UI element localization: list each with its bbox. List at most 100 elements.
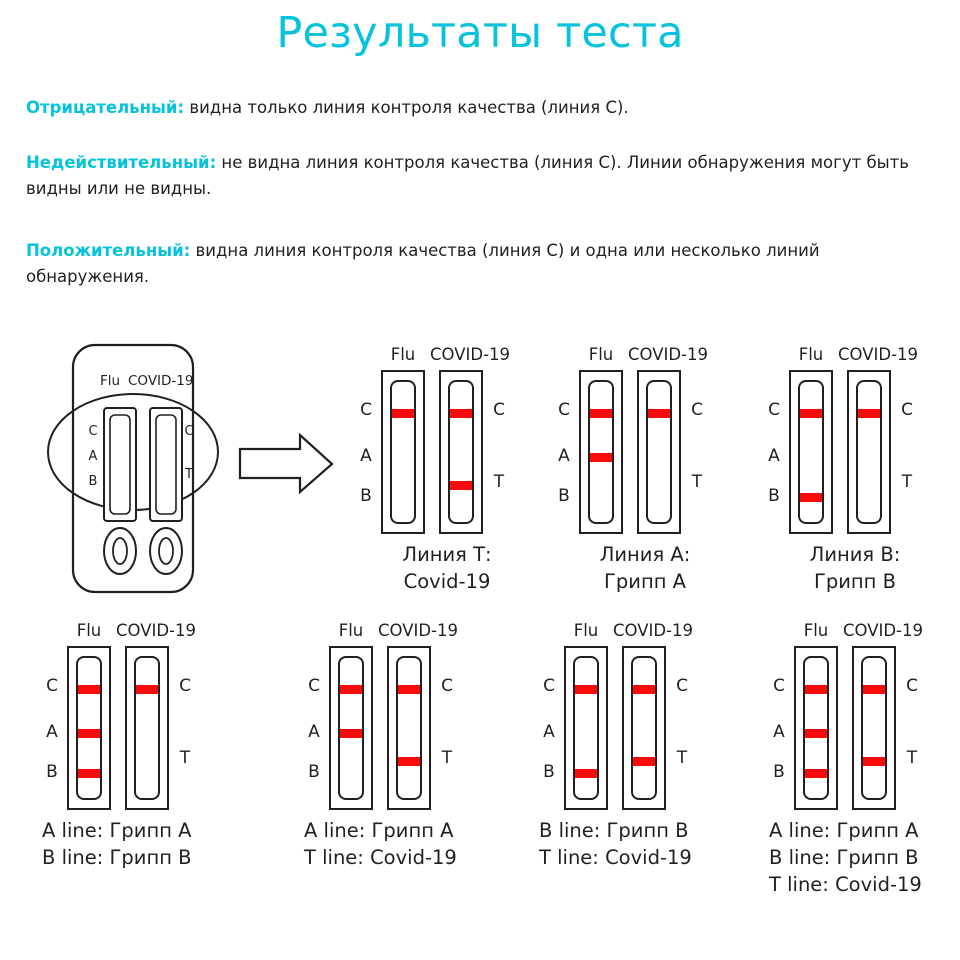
device-left-label-C: C	[88, 424, 97, 439]
axis-label-left-A: A	[46, 722, 58, 742]
legend-invalid: Недействительный: не видна линия контрол…	[26, 150, 941, 202]
legend-invalid-term: Недействительный:	[26, 153, 217, 172]
axis-label-right-C: C	[691, 400, 703, 420]
legend-negative: Отрицательный: видна только линия контро…	[26, 95, 941, 121]
result-line-covid-C	[858, 409, 880, 418]
axis-label-right-T: T	[441, 748, 453, 768]
result-line-flu-A	[78, 729, 100, 738]
cassette-window-covid	[631, 656, 657, 800]
axis-label-left-B: B	[46, 762, 58, 782]
sample-well-inner-1	[158, 537, 174, 565]
cassette-window-covid	[646, 380, 672, 524]
result-line-flu-C	[78, 685, 100, 694]
cassette-window-flu	[588, 380, 614, 524]
axis-label-left-A: A	[558, 446, 570, 466]
group-caption-line: A line: Грипп А	[304, 819, 454, 842]
group-caption-line: Линия А:	[600, 543, 691, 566]
axis-label-left-C: C	[46, 676, 58, 696]
axis-label-right-C: C	[901, 400, 913, 420]
axis-label-right-T: T	[691, 472, 703, 492]
axis-label-right-T: T	[901, 472, 913, 492]
group-caption-line: A line: Грипп А	[769, 819, 919, 842]
axis-label-left-C: C	[543, 676, 555, 696]
device-window-inner-covid	[155, 414, 177, 515]
group-caption-line: B line: Грипп B	[42, 846, 192, 869]
axis-label-right-T: T	[906, 748, 918, 768]
device-right-label-T: T	[184, 467, 193, 482]
group-caption-line: Грипп В	[814, 570, 896, 593]
strip-header-flu: Flu	[391, 345, 416, 364]
group-caption-line: A line: Грипп А	[42, 819, 192, 842]
strip-header-covid: COVID-19	[430, 345, 510, 364]
page-title: Результаты теста	[276, 8, 684, 58]
result-line-flu-C	[805, 685, 827, 694]
result-line-flu-B	[575, 769, 597, 778]
axis-label-left-B: B	[768, 486, 780, 506]
result-line-flu-A	[805, 729, 827, 738]
legend-invalid-body: не видна линия контроля качества (линия …	[26, 153, 909, 198]
strip-header-flu: Flu	[589, 345, 614, 364]
axis-label-left-B: B	[773, 762, 785, 782]
cassette-window-covid	[856, 380, 882, 524]
device-window-inner-flu	[109, 414, 131, 515]
result-line-covid-T	[633, 757, 655, 766]
axis-label-right-C: C	[179, 676, 191, 696]
strip-header-covid: COVID-19	[838, 345, 918, 364]
axis-label-left-B: B	[558, 486, 570, 506]
group-caption-line: T line: Covid-19	[303, 846, 457, 869]
result-line-covid-T	[450, 481, 472, 490]
result-line-covid-T	[398, 757, 420, 766]
result-line-flu-A	[590, 453, 612, 462]
axis-label-right-C: C	[906, 676, 918, 696]
cassette-window-flu	[338, 656, 364, 800]
result-line-flu-C	[575, 685, 597, 694]
axis-label-right-C: C	[676, 676, 688, 696]
axis-label-left-C: C	[360, 400, 372, 420]
group-caption-line: T line: Covid-19	[768, 873, 922, 896]
axis-label-left-A: A	[543, 722, 555, 742]
cassette-window-covid	[396, 656, 422, 800]
result-line-flu-B	[805, 769, 827, 778]
axis-label-left-B: B	[308, 762, 320, 782]
group-caption-line: T line: Covid-19	[538, 846, 692, 869]
axis-label-left-A: A	[360, 446, 372, 466]
cassette-window-covid	[861, 656, 887, 800]
group-caption-line: Линия Т:	[402, 543, 491, 566]
strip-header-covid: COVID-19	[628, 345, 708, 364]
device-brand-covid: COVID-19	[128, 373, 193, 389]
device-brand-flu: Flu	[100, 373, 120, 389]
result-line-flu-B	[78, 769, 100, 778]
strip-header-flu: Flu	[804, 621, 829, 640]
axis-label-left-A: A	[773, 722, 785, 742]
axis-label-left-A: A	[308, 722, 320, 742]
axis-label-right-T: T	[179, 748, 191, 768]
legend-positive-term: Положительный:	[26, 241, 191, 260]
result-line-covid-C	[648, 409, 670, 418]
group-caption-line: Covid-19	[404, 570, 491, 593]
device-left-label-B: B	[89, 474, 98, 489]
result-line-flu-C	[340, 685, 362, 694]
cassette-window-covid	[134, 656, 160, 800]
strip-header-covid: COVID-19	[378, 621, 458, 640]
strip-header-covid: COVID-19	[116, 621, 196, 640]
cassette-window-covid	[448, 380, 474, 524]
result-line-flu-C	[392, 409, 414, 418]
result-line-covid-C	[450, 409, 472, 418]
arrow-right	[238, 432, 334, 495]
device-right-label-C: C	[184, 424, 193, 439]
group-caption-line: B line: Грипп B	[539, 819, 689, 842]
result-line-flu-C	[800, 409, 822, 418]
result-line-flu-A	[340, 729, 362, 738]
group-caption-line: Линия В:	[810, 543, 901, 566]
axis-label-right-C: C	[493, 400, 505, 420]
sample-well-inner-0	[112, 537, 128, 565]
